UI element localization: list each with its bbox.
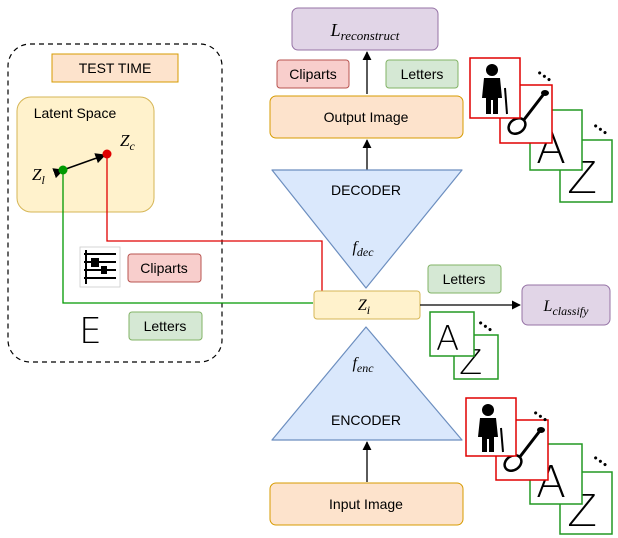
encoder-shape xyxy=(271,326,463,441)
latent-direction-arrow xyxy=(52,153,106,179)
output-cliparts-tag-box xyxy=(276,59,350,89)
output-letters-tag: Letters xyxy=(401,66,444,82)
output-letters-tag-box xyxy=(385,59,459,89)
output-sample-stack: Z ••• A ••• xyxy=(469,57,613,204)
encoder-fn: fenc xyxy=(352,355,374,375)
input-sample-stack: Z ••• A ••• xyxy=(465,397,613,537)
test-time-panel: TEST TIME Latent Space Zl Zc Cliparts E xyxy=(7,43,223,363)
clipart-path-line xyxy=(106,154,323,291)
input-image-label: Input Image xyxy=(329,496,403,512)
guitar-icon xyxy=(503,427,545,472)
output-image-box xyxy=(269,95,464,139)
output-dots-2: ••• xyxy=(590,121,610,139)
test-letters-tag-box xyxy=(128,311,203,341)
input-image-box xyxy=(269,482,464,526)
output-image-label: Output Image xyxy=(324,109,409,125)
encoder-label: ENCODER xyxy=(331,412,401,428)
loss-classify-label: Lclassify xyxy=(543,298,590,318)
test-cliparts-tag-box xyxy=(127,253,202,283)
test-time-title-box xyxy=(51,53,179,83)
test-cliparts-tag: Cliparts xyxy=(140,260,187,276)
loss-classify-box xyxy=(521,284,611,326)
latent-space-label: Latent Space xyxy=(34,105,117,121)
latent-zi-label: Zi xyxy=(358,297,370,317)
letter-e-glyph: E xyxy=(79,311,102,352)
person-icon xyxy=(482,64,508,115)
latent-stack-dots: ••• xyxy=(475,318,495,336)
decoder-shape xyxy=(271,169,463,289)
output-cliparts-tag: Cliparts xyxy=(289,66,336,82)
person-icon xyxy=(478,404,504,453)
letter-path-line xyxy=(62,170,313,304)
latent-letter-a: A xyxy=(436,319,459,359)
test-time-title: TEST TIME xyxy=(79,60,152,76)
label-zl: Zl xyxy=(32,165,45,187)
decoder-fn: fdec xyxy=(352,239,374,259)
label-zc: Zc xyxy=(120,131,135,153)
input-dots-2: ••• xyxy=(590,453,610,471)
decoder-label: DECODER xyxy=(331,182,401,198)
latent-letters-tag-box xyxy=(427,264,502,294)
test-letters-tag: Letters xyxy=(144,318,187,334)
latent-letters-tag: Letters xyxy=(443,271,486,287)
loss-reconstruct-box xyxy=(291,7,439,51)
loss-reconstruct-label: Lreconstruct xyxy=(330,20,400,43)
test-time-border xyxy=(7,43,223,363)
guitar-icon xyxy=(507,90,549,135)
clipart-sample-icon xyxy=(79,246,121,288)
output-dots-1: ••• xyxy=(534,68,554,86)
latent-letter-stack: Z A ••• xyxy=(429,311,499,383)
